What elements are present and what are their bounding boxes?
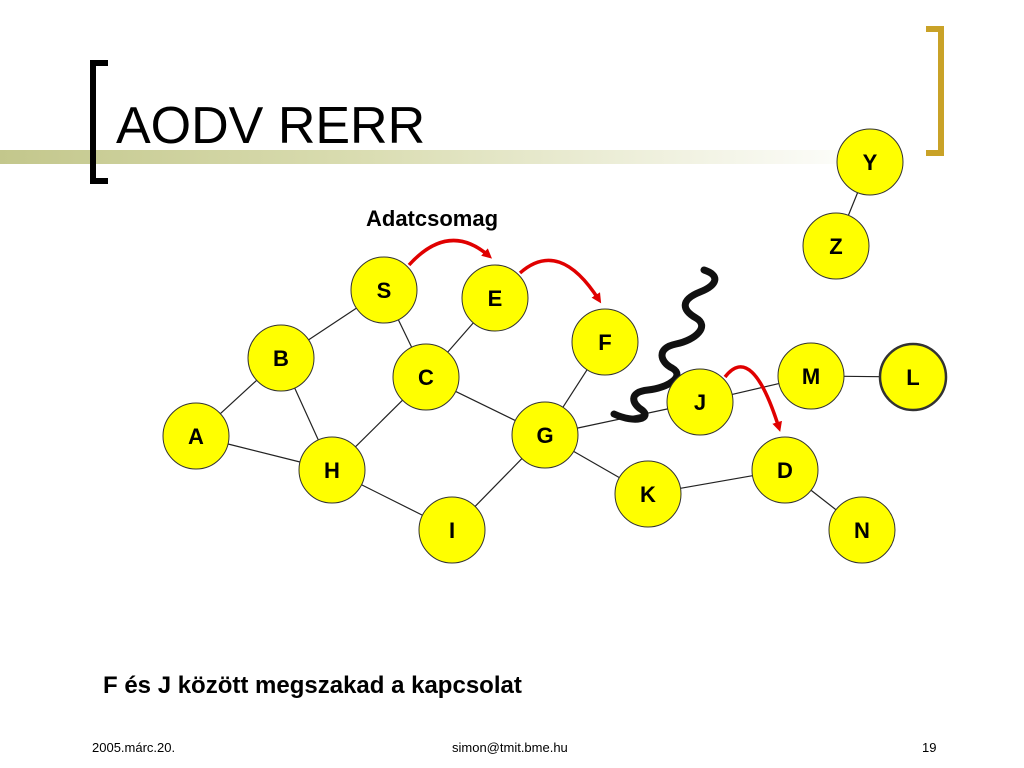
link-k-d	[680, 475, 753, 489]
node-label: A	[188, 424, 204, 449]
node-label: J	[694, 390, 706, 415]
caption: F és J között megszakad a kapcsolat	[103, 672, 522, 699]
link-g-f	[562, 369, 588, 408]
node-circle	[777, 342, 845, 410]
node-label: E	[488, 286, 503, 311]
broken-link-zigzag	[610, 266, 719, 423]
slide-title: AODV RERR	[116, 97, 426, 155]
link-i-g	[474, 458, 523, 507]
link-a-h	[227, 443, 301, 463]
link-b-h	[294, 387, 319, 441]
packet-arrow-s-e	[407, 238, 493, 267]
node-h: H	[298, 436, 366, 504]
node-m: M	[777, 342, 845, 410]
node-label: S	[377, 278, 392, 303]
link-d-n	[810, 489, 837, 511]
node-y: Y	[836, 128, 904, 196]
node-circle	[162, 402, 230, 470]
node-l: L	[878, 342, 948, 412]
node-k: K	[614, 460, 682, 528]
node-circle	[392, 343, 460, 411]
link-j-m	[731, 382, 780, 396]
link-b-a	[219, 379, 258, 415]
link-g-k	[573, 450, 620, 479]
node-label: C	[418, 365, 434, 390]
footer-date: 2005.márc.20.	[92, 740, 176, 755]
link-c-g	[455, 390, 516, 422]
node-circle	[461, 264, 529, 332]
node-circle	[511, 401, 579, 469]
node-circle	[350, 256, 418, 324]
node-label: L	[906, 365, 919, 390]
link-c-h	[355, 399, 403, 448]
node-j: J	[666, 368, 734, 436]
link-h-i	[361, 484, 423, 516]
right-bracket-decoration	[926, 26, 944, 156]
node-d: D	[751, 436, 819, 504]
node-e: E	[461, 264, 529, 332]
node-g: G	[511, 401, 579, 469]
packet-arrow-j-d	[723, 365, 782, 432]
node-a: A	[162, 402, 230, 470]
node-label: K	[640, 482, 656, 507]
node-circle	[802, 212, 870, 280]
node-circle	[751, 436, 819, 504]
link-s-c	[397, 319, 413, 348]
node-circle	[828, 496, 896, 564]
node-f: F	[571, 308, 639, 376]
left-bracket-decoration	[90, 60, 108, 184]
node-label: N	[854, 518, 870, 543]
node-label: D	[777, 458, 793, 483]
node-label: F	[598, 330, 611, 355]
node-label: Y	[863, 150, 878, 175]
link-e-c	[447, 322, 474, 353]
node-z: Z	[802, 212, 870, 280]
footer-email: simon@tmit.bme.hu	[452, 740, 568, 755]
node-circle	[878, 342, 948, 412]
node-circle	[614, 460, 682, 528]
packet-label: Adatcsomag	[366, 206, 499, 231]
node-label: I	[449, 518, 455, 543]
node-label: Z	[829, 234, 842, 259]
links-layer	[219, 192, 881, 516]
node-circle	[836, 128, 904, 196]
packet-arrow-e-f	[518, 258, 602, 304]
node-label: B	[273, 346, 289, 371]
node-i: I	[418, 496, 486, 564]
node-circle	[298, 436, 366, 504]
node-n: N	[828, 496, 896, 564]
node-circle	[418, 496, 486, 564]
nodes-layer: A B C D E F G H I J K L M N S Y Z	[162, 128, 948, 564]
node-c: C	[392, 343, 460, 411]
node-label: M	[802, 364, 820, 389]
node-circle	[571, 308, 639, 376]
broken-link-marker	[610, 266, 719, 423]
title-underline-bar	[0, 150, 880, 164]
footer-page-number: 19	[922, 740, 937, 755]
node-circle	[666, 368, 734, 436]
link-y-z	[847, 192, 859, 216]
node-s: S	[350, 256, 418, 324]
link-s-b	[308, 307, 357, 341]
node-label: H	[324, 458, 340, 483]
node-label: G	[536, 423, 553, 448]
node-b: B	[247, 324, 315, 392]
node-circle	[247, 324, 315, 392]
packet-arrows-layer	[407, 238, 782, 432]
